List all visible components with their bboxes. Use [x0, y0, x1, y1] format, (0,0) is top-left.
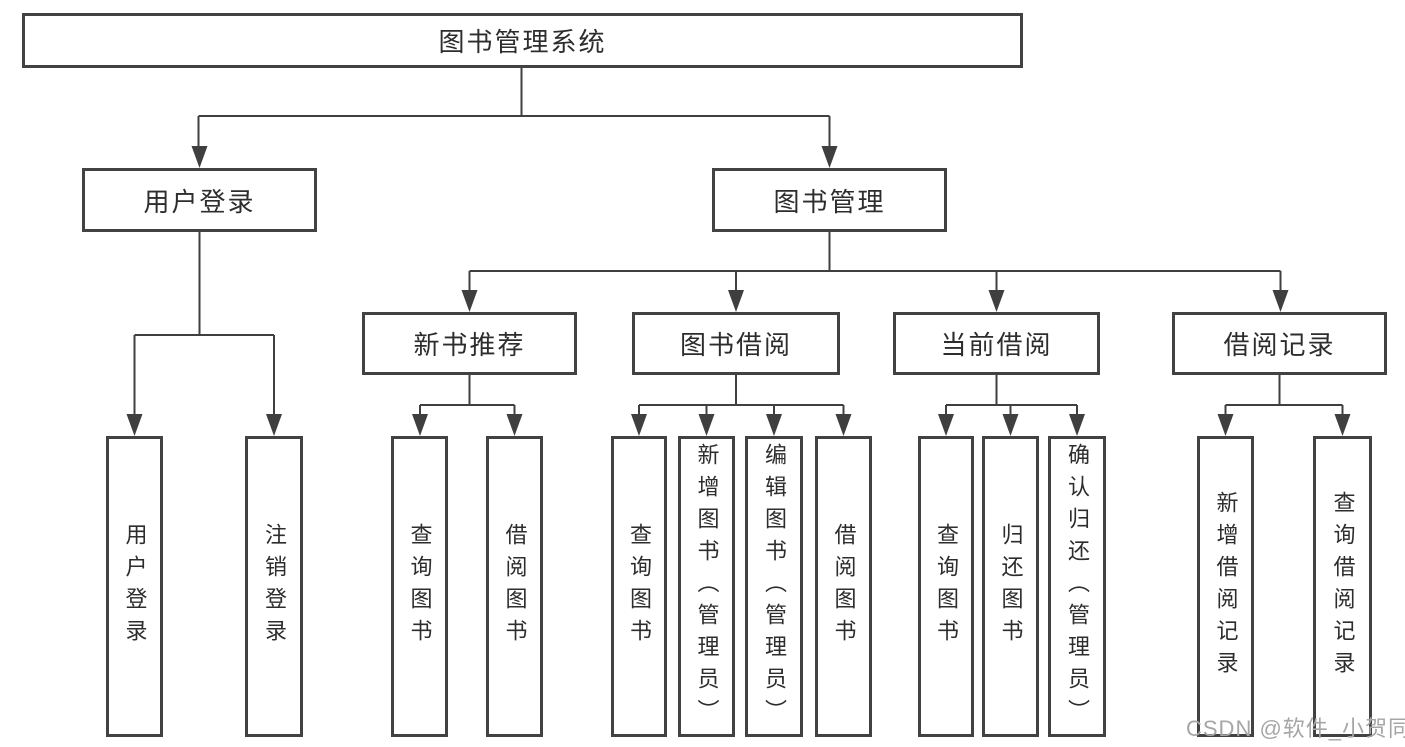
node-current-borrowing: 当前借阅: [893, 312, 1100, 375]
leaf-add-book-admin: 新增图书（管理员）: [678, 436, 735, 737]
csdn-watermark: CSDN @软件_小贺同学: [1186, 716, 1405, 741]
node-root-system: 图书管理系统: [22, 13, 1023, 68]
leaf-edit-book-admin: 编辑图书（管理员）: [745, 436, 803, 737]
leaf-user-login: 用户登录: [106, 436, 163, 737]
leaf-borrow-books-recommend: 借阅图书: [486, 436, 543, 737]
leaf-confirm-return-admin: 确认归还（管理员）: [1048, 436, 1106, 737]
node-borrowing-records: 借阅记录: [1172, 312, 1387, 375]
node-book-management-module: 图书管理: [712, 168, 947, 232]
leaf-return-book: 归还图书: [982, 436, 1039, 737]
connector-lines: [133, 68, 1344, 415]
leaf-query-books-borrowing: 查询图书: [611, 436, 667, 737]
node-book-borrowing: 图书借阅: [632, 312, 840, 375]
leaf-add-borrow-record: 新增借阅记录: [1197, 436, 1254, 737]
node-user-login-module: 用户登录: [82, 168, 317, 232]
leaf-logout: 注销登录: [245, 436, 303, 737]
node-new-book-recommend: 新书推荐: [362, 312, 577, 375]
leaf-borrow-books-borrowing: 借阅图书: [815, 436, 872, 737]
leaf-query-books-recommend: 查询图书: [391, 436, 448, 737]
arrowhead-icons: [126, 146, 1351, 436]
leaf-query-borrow-record: 查询借阅记录: [1313, 436, 1372, 737]
leaf-query-books-current: 查询图书: [918, 436, 974, 737]
